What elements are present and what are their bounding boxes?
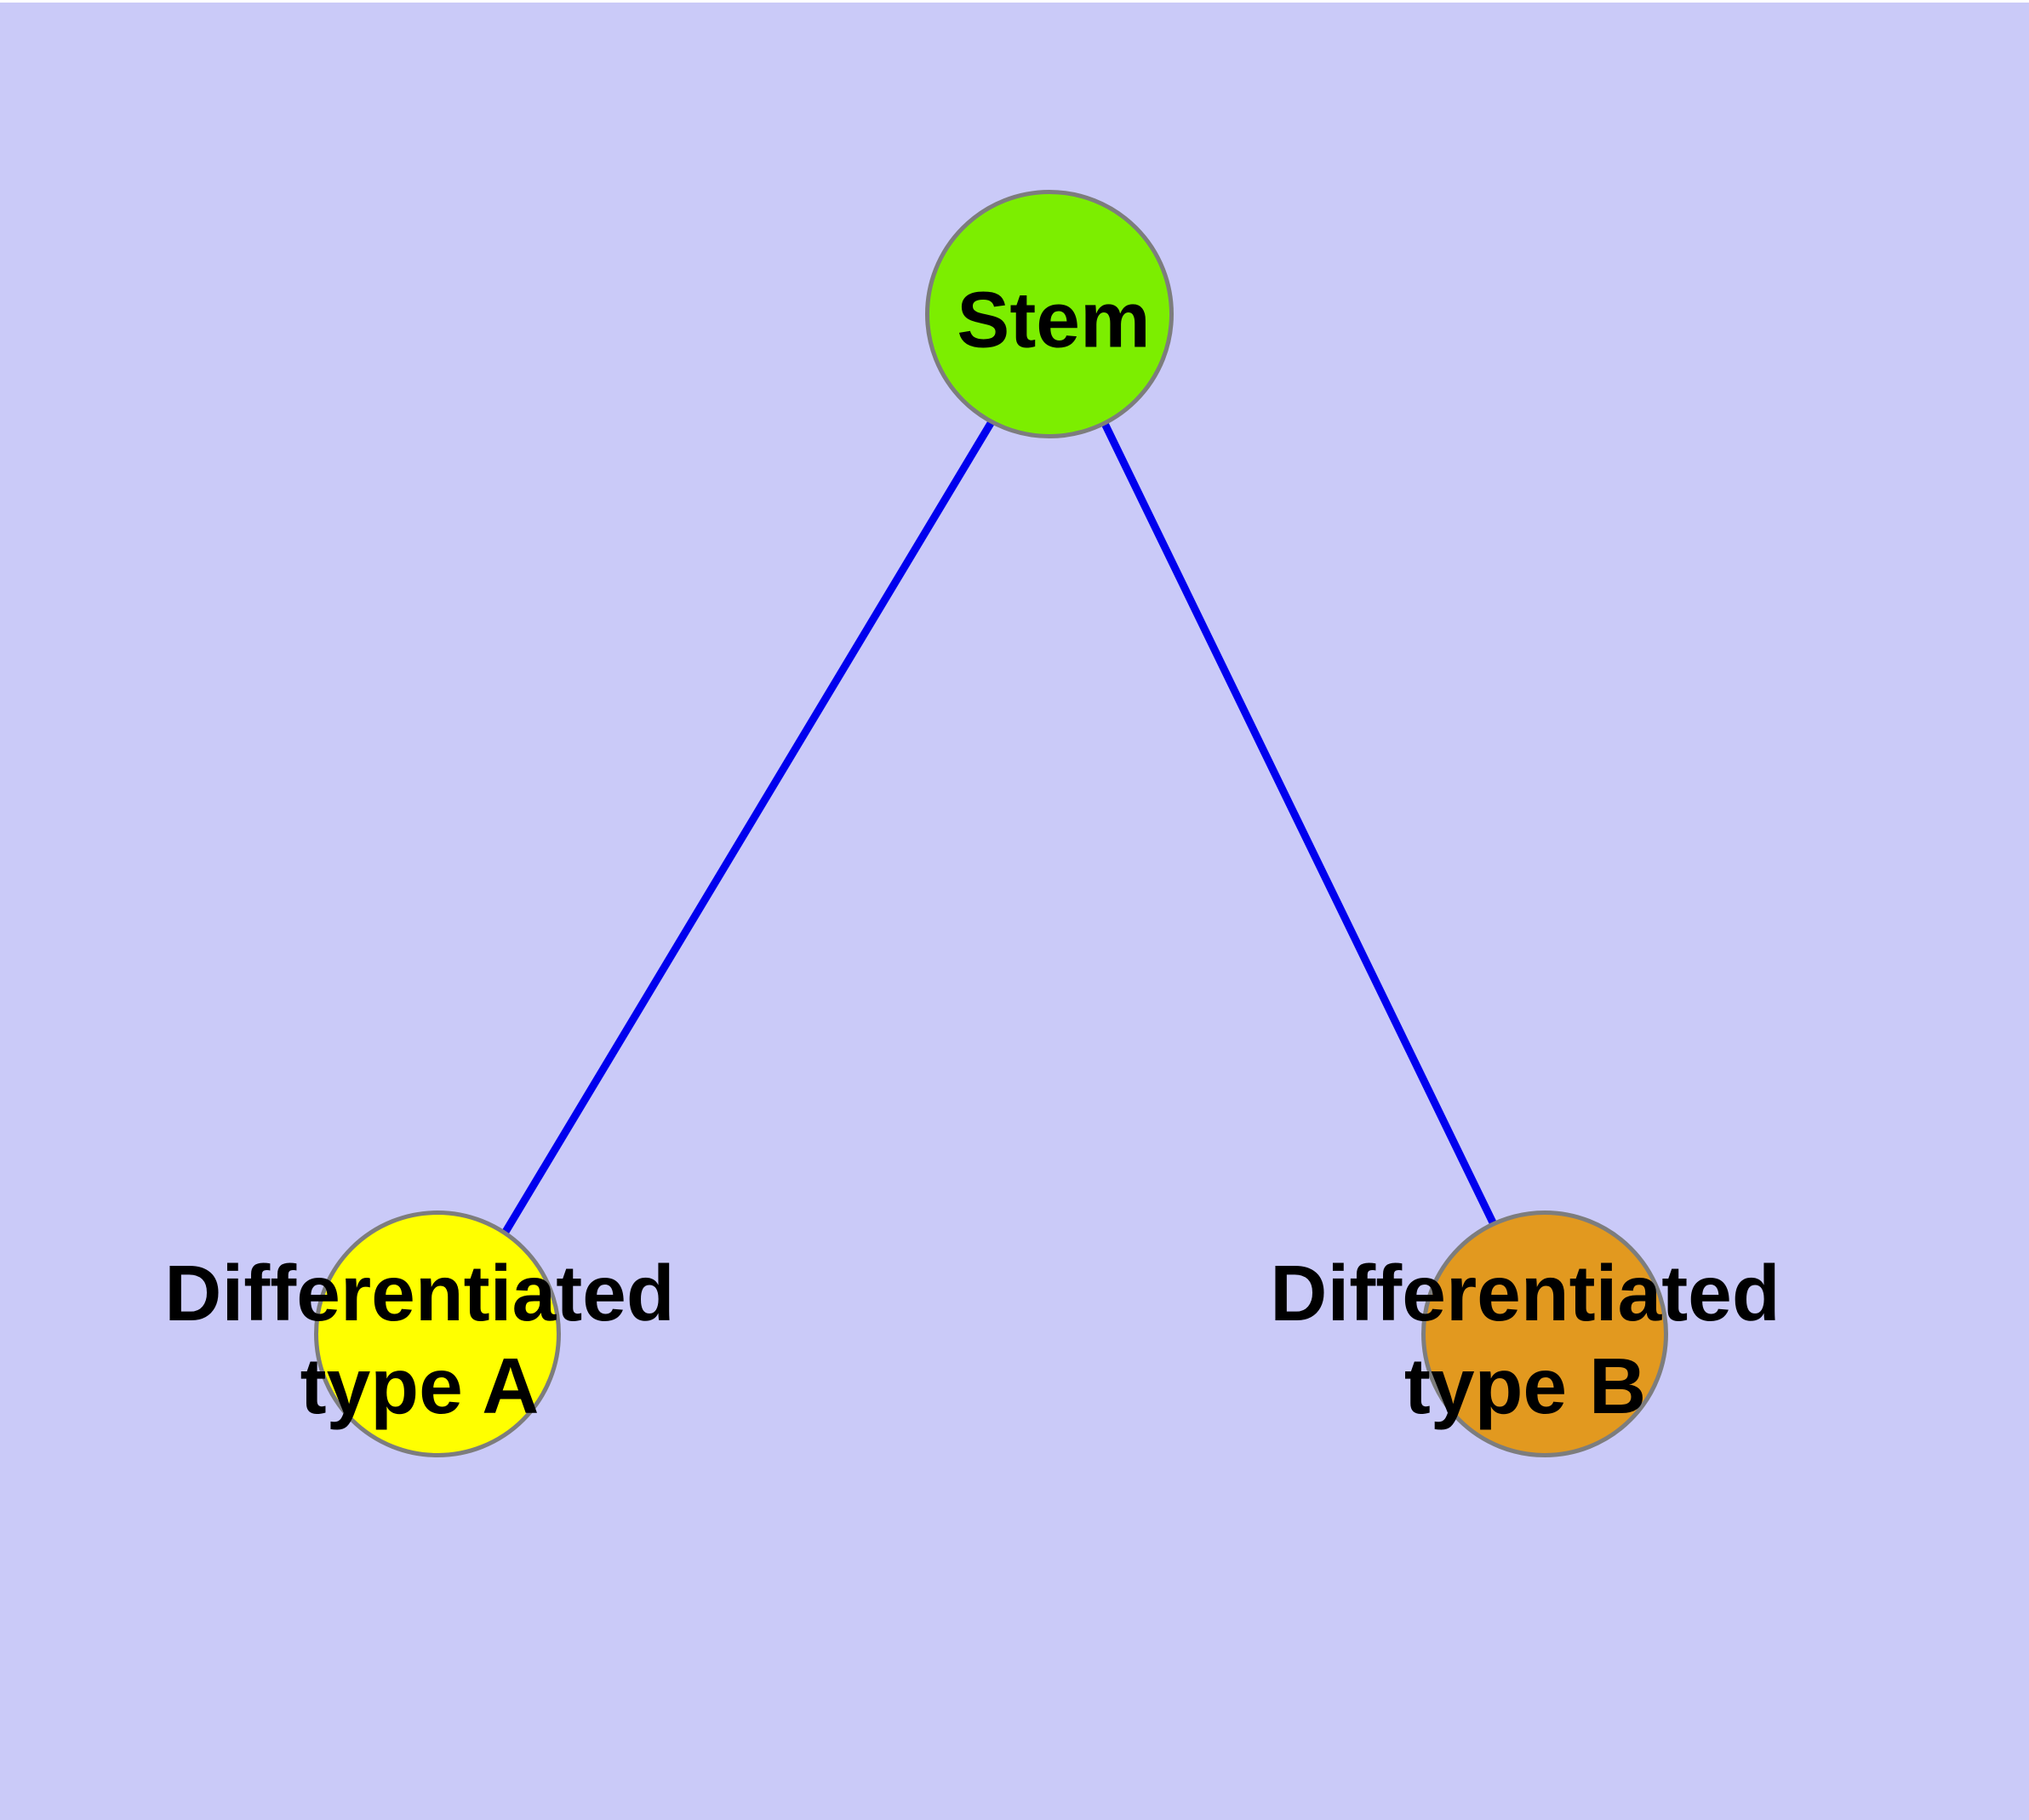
node-label-line: type A bbox=[300, 1342, 540, 1430]
edge-stem-diff-b bbox=[1049, 317, 1553, 1340]
node-label-line: Stem bbox=[957, 275, 1151, 364]
node-circle-diff-b bbox=[1421, 1210, 1668, 1457]
node-label-line: Differentiated bbox=[1270, 1249, 1780, 1337]
top-white-margin bbox=[0, 0, 2029, 3]
edge-stem-diff-a bbox=[438, 316, 1057, 1341]
node-label-line: Differentiated bbox=[164, 1249, 675, 1337]
node-label-stem: Stem bbox=[957, 274, 1150, 367]
node-circle-diff-a bbox=[314, 1210, 561, 1457]
node-circle-stem bbox=[925, 190, 1174, 438]
node-label-line: type B bbox=[1403, 1342, 1647, 1430]
